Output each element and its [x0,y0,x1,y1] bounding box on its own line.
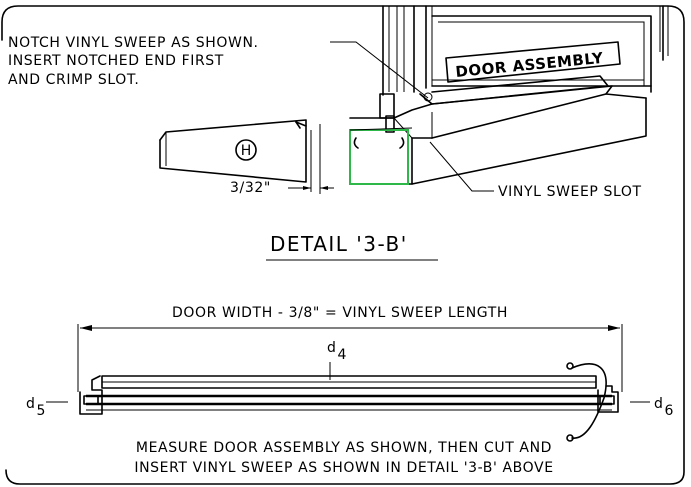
sweep-length-dimension [77,324,623,392]
label-d6: d6 [654,396,674,419]
gap-dimension: 3/32" [230,124,334,196]
slot-leader [429,141,494,192]
slot-label: VINYL SWEEP SLOT [498,184,642,200]
sweep-marker: H [241,143,252,159]
threshold-block [349,85,647,185]
label-d5: d5 [26,396,46,419]
label-d4: d4 [327,340,347,363]
sweep-marker-circle [235,139,257,161]
vinyl-sweep-piece: H [159,119,307,183]
instruction-line-1: MEASURE DOOR ASSEMBLY AS SHOWN, THEN CUT… [136,440,552,456]
drawing-border [1,5,685,485]
gap-dimension-label: 3/32" [230,180,271,196]
door-assembly-label: DOOR ASSEMBLY [455,49,605,81]
sweep-slot-highlight [349,127,413,185]
note-line-3: AND CRIMP SLOT. [8,72,139,88]
detail-title: DETAIL '3-B' [270,232,408,256]
note-line-1: NOTCH VINYL SWEEP AS SHOWN. [8,35,259,51]
note-line-2: INSERT NOTCHED END FIRST [8,53,224,69]
instruction-line-2: INSERT VINYL SWEEP AS SHOWN IN DETAIL '3… [134,460,553,476]
door-bottom-section [79,362,619,442]
sweep-length-formula: DOOR WIDTH - 3/8" = VINYL SWEEP LENGTH [172,305,508,321]
